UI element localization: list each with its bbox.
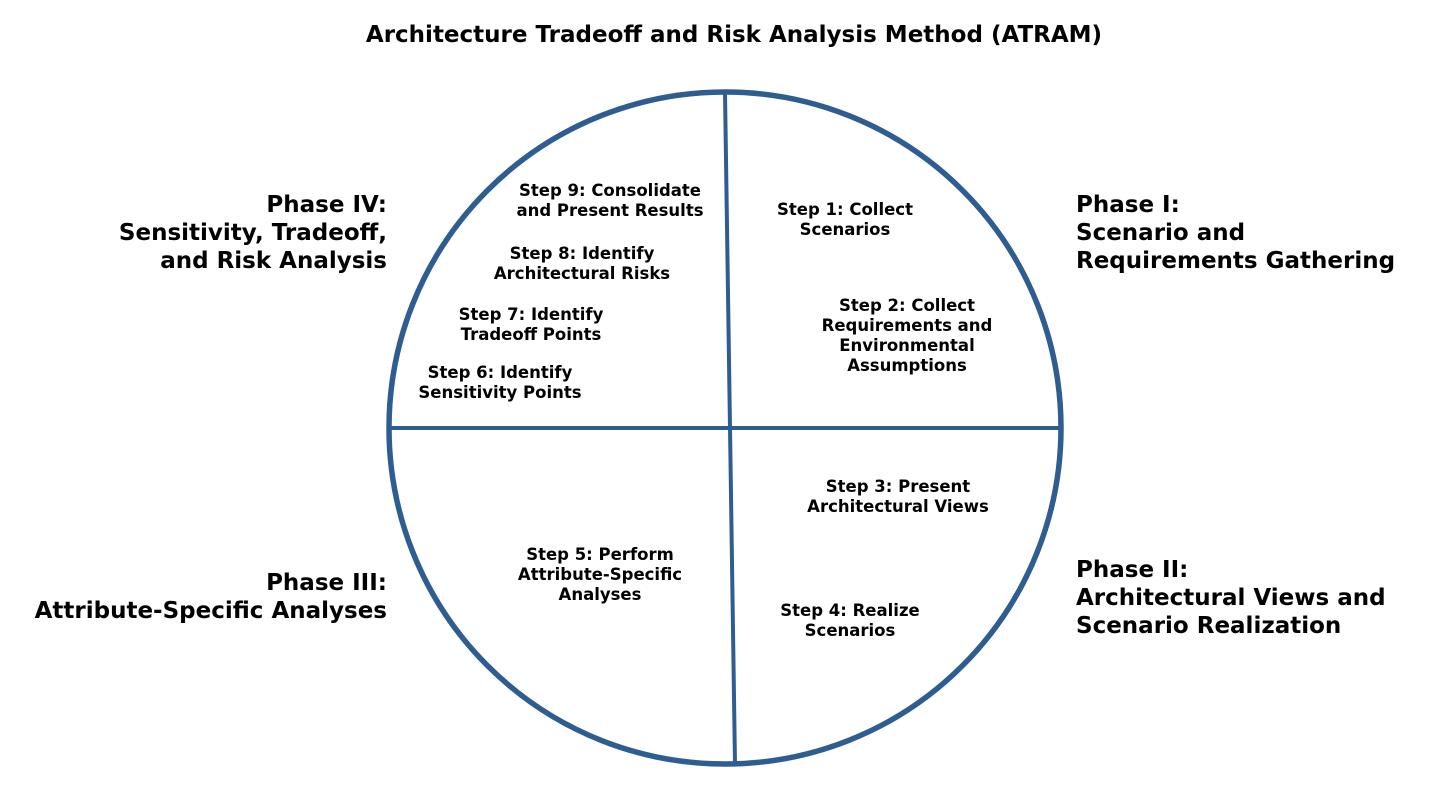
phase-4-label: Phase IV: Sensitivity, Tradeoff, and Ris… <box>119 191 387 275</box>
step-7-line-2: Tradeoff Points <box>460 325 602 344</box>
step-2-line-1: Step 2: Collect <box>839 296 975 315</box>
phase-3-heading: Phase III: <box>266 570 387 596</box>
step-6-label: Step 6: Identify Sensitivity Points <box>418 363 581 403</box>
step-5-line-3: Analyses <box>558 585 642 604</box>
step-2-line-2: Requirements and <box>821 316 993 335</box>
step-6-line-2: Sensitivity Points <box>418 383 582 402</box>
phase-4-heading: Phase IV: <box>266 192 387 218</box>
step-3-line-1: Step 3: Present <box>825 477 971 496</box>
phase-1-label: Phase I: Scenario and Requirements Gathe… <box>1076 191 1395 275</box>
step-2-line-3: Environmental <box>839 336 975 355</box>
step-2-label: Step 2: Collect Requirements and Environ… <box>822 296 993 376</box>
step-3-label: Step 3: Present Architectural Views <box>807 477 989 517</box>
step-5-line-2: Attribute-Specific <box>517 565 683 584</box>
step-3-line-2: Architectural Views <box>807 497 989 516</box>
step-6-line-1: Step 6: Identify <box>427 363 573 382</box>
phase-4-line-2: Sensitivity, Tradeoff, <box>118 220 387 246</box>
phase-1-line-2: Scenario and <box>1076 220 1246 246</box>
step-2-line-4: Assumptions <box>847 356 967 375</box>
phase-4-line-3: and Risk Analysis <box>160 248 387 274</box>
step-1-line-2: Scenarios <box>799 220 891 239</box>
step-9-label: Step 9: Consolidate and Present Results <box>516 181 703 221</box>
phase-2-heading: Phase II: <box>1076 557 1189 583</box>
step-4-line-1: Step 4: Realize <box>780 601 920 620</box>
step-8-label: Step 8: Identify Architectural Risks <box>494 244 670 284</box>
step-7-line-1: Step 7: Identify <box>458 305 604 324</box>
phase-2-line-2: Architectural Views and <box>1076 585 1386 611</box>
step-9-line-1: Step 9: Consolidate <box>518 181 702 200</box>
step-1-line-1: Step 1: Collect <box>777 200 913 219</box>
step-7-label: Step 7: Identify Tradeoff Points <box>459 305 604 345</box>
step-5-label: Step 5: Perform Attribute-Specific Analy… <box>518 545 682 605</box>
step-8-line-2: Architectural Risks <box>493 264 671 283</box>
phase-3-line-2: Attribute-Specific Analyses <box>34 598 387 624</box>
step-4-label: Step 4: Realize Scenarios <box>780 601 919 641</box>
step-1-label: Step 1: Collect Scenarios <box>777 200 913 240</box>
step-9-line-2: and Present Results <box>516 201 704 220</box>
phase-1-heading: Phase I: <box>1076 192 1180 218</box>
step-5-line-1: Step 5: Perform <box>526 545 674 564</box>
diagram-title: Architecture Tradeoff and Risk Analysis … <box>365 22 1103 48</box>
phase-2-line-3: Scenario Realization <box>1076 613 1342 639</box>
phase-1-line-3: Requirements Gathering <box>1076 248 1396 274</box>
phase-3-label: Phase III: Attribute-Specific Analyses <box>35 569 387 625</box>
phase-2-label: Phase II: Architectural Views and Scenar… <box>1076 556 1386 640</box>
step-8-line-1: Step 8: Identify <box>509 244 655 263</box>
step-4-line-2: Scenarios <box>804 621 896 640</box>
